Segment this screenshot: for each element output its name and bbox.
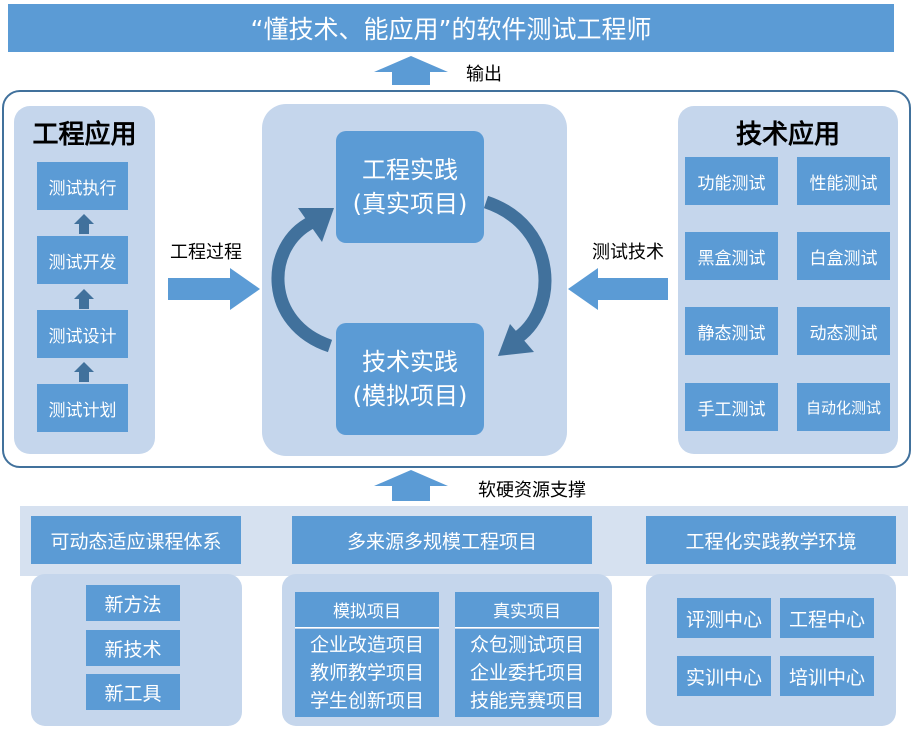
step-test-design: 测试设计	[37, 310, 128, 358]
tech-label: 自动化测试	[805, 398, 881, 417]
step-label: 测试设计	[48, 326, 117, 347]
center-label: 实训中心	[685, 666, 762, 689]
new-tools: 新工具	[86, 674, 180, 710]
tech-label: 手工测试	[697, 399, 766, 420]
engineering-practice-line1: 工程实践	[362, 156, 458, 184]
practical-training-center: 实训中心	[677, 656, 771, 696]
tech-automation-testing: 自动化测试	[797, 383, 890, 431]
up-arrow-icon	[74, 289, 94, 309]
right-arrow-icon	[168, 268, 260, 310]
header-course-system: 可动态适应课程体系	[31, 516, 241, 564]
support-arrow-icon	[374, 470, 448, 501]
real-header-label: 真实项目	[493, 602, 561, 622]
top-banner: “懂技术、能应用”的软件测试工程师	[8, 4, 894, 52]
cycle-arrows-icon	[271, 195, 552, 356]
real-project-row: 企业委托项目	[469, 662, 584, 684]
item-label: 新工具	[104, 682, 162, 705]
tech-label: 功能测试	[697, 173, 766, 194]
technical-application-title: 技术应用	[735, 120, 840, 150]
up-arrow-icon	[74, 362, 94, 382]
tech-label: 动态测试	[809, 323, 878, 344]
center-label: 培训中心	[788, 666, 865, 689]
training-center: 培训中心	[780, 656, 874, 696]
left-arrow-icon	[568, 268, 668, 310]
header-label: 多来源多规模工程项目	[346, 530, 537, 553]
header-label: 工程化实践教学环境	[685, 530, 857, 553]
tech-label: 黑盒测试	[697, 248, 766, 269]
tech-manual-testing: 手工测试	[685, 383, 778, 431]
sim-project-row: 企业改造项目	[309, 634, 424, 656]
tech-blackbox-testing: 黑盒测试	[685, 232, 778, 280]
item-label: 新技术	[104, 638, 162, 661]
support-label: 软硬资源支撑	[478, 480, 586, 501]
header-label: 可动态适应课程体系	[50, 530, 222, 553]
environment-panel	[646, 574, 896, 726]
engineering-center: 工程中心	[780, 598, 874, 638]
real-projects-header: 真实项目	[455, 592, 599, 628]
center-label: 工程中心	[788, 608, 865, 631]
simulated-projects-header: 模拟项目	[295, 592, 439, 628]
tech-whitebox-testing: 白盒测试	[797, 232, 890, 280]
item-label: 新方法	[104, 593, 162, 616]
step-test-plan: 测试计划	[37, 384, 128, 432]
engineering-process-label: 工程过程	[170, 242, 242, 263]
engineering-practice-line2: (真实项目)	[352, 190, 468, 218]
real-projects-list: 众包测试项目 企业委托项目 技能竞赛项目	[455, 629, 599, 717]
main-frame	[2, 90, 911, 468]
output-label: 输出	[466, 64, 502, 85]
step-label: 测试计划	[48, 400, 117, 421]
evaluation-center: 评测中心	[677, 598, 771, 638]
tech-dynamic-testing: 动态测试	[797, 307, 890, 355]
sim-project-row: 教师教学项目	[309, 662, 424, 684]
tech-label: 白盒测试	[809, 248, 878, 269]
up-arrow-icon	[74, 214, 94, 234]
technical-practice-line2: (模拟项目)	[352, 382, 468, 410]
step-test-development: 测试开发	[37, 236, 128, 284]
sim-project-row: 学生创新项目	[309, 690, 424, 712]
engineering-practice-box: 工程实践 (真实项目)	[336, 131, 484, 243]
header-environment: 工程化实践教学环境	[646, 516, 896, 564]
tech-label: 性能测试	[809, 173, 878, 194]
tech-functional-testing: 功能测试	[685, 157, 778, 205]
new-technology: 新技术	[86, 630, 180, 666]
tech-label: 静态测试	[697, 323, 766, 344]
technical-practice-box: 技术实践 (模拟项目)	[336, 323, 484, 435]
step-label: 测试执行	[48, 178, 117, 199]
top-banner-text: “懂技术、能应用”的软件测试工程师	[250, 15, 652, 44]
tech-performance-testing: 性能测试	[797, 157, 890, 205]
step-test-execution: 测试执行	[37, 162, 128, 210]
engineering-application-title: 工程应用	[32, 120, 137, 150]
technical-practice-line1: 技术实践	[362, 348, 458, 376]
simulated-projects-list: 企业改造项目 教师教学项目 学生创新项目	[295, 629, 439, 717]
center-label: 评测中心	[685, 608, 762, 631]
new-method: 新方法	[86, 585, 180, 621]
testing-technique-label: 测试技术	[592, 242, 664, 263]
step-label: 测试开发	[48, 252, 117, 273]
tech-static-testing: 静态测试	[685, 307, 778, 355]
real-project-row: 技能竞赛项目	[469, 690, 584, 712]
sim-header-label: 模拟项目	[333, 602, 401, 622]
output-arrow-icon	[374, 56, 448, 85]
real-project-row: 众包测试项目	[469, 634, 584, 656]
header-projects: 多来源多规模工程项目	[292, 516, 592, 564]
